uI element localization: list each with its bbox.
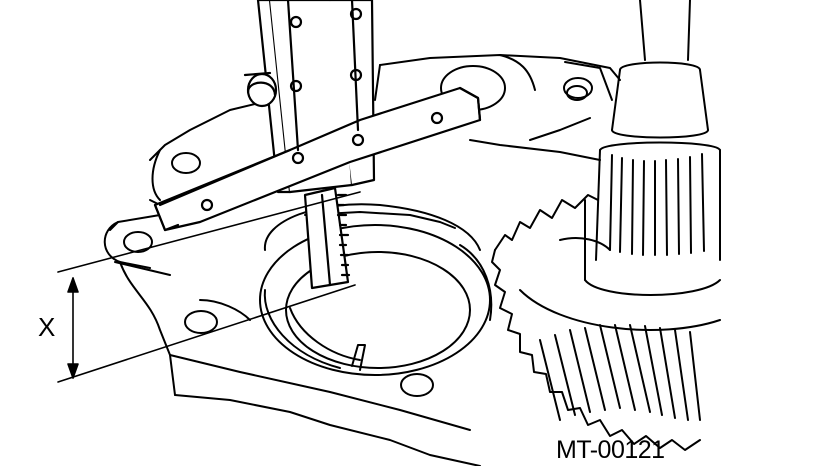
shaft-and-gear: [491, 0, 721, 451]
dimension-x-label: X: [38, 312, 56, 342]
bolt-holes: [123, 65, 593, 397]
depth-gauge: [153, 0, 482, 290]
dimension-x: [57, 191, 361, 383]
bearing-bore: [259, 203, 493, 376]
figure-code: MT-00121: [556, 436, 665, 464]
transmission-case: [103, 54, 621, 467]
